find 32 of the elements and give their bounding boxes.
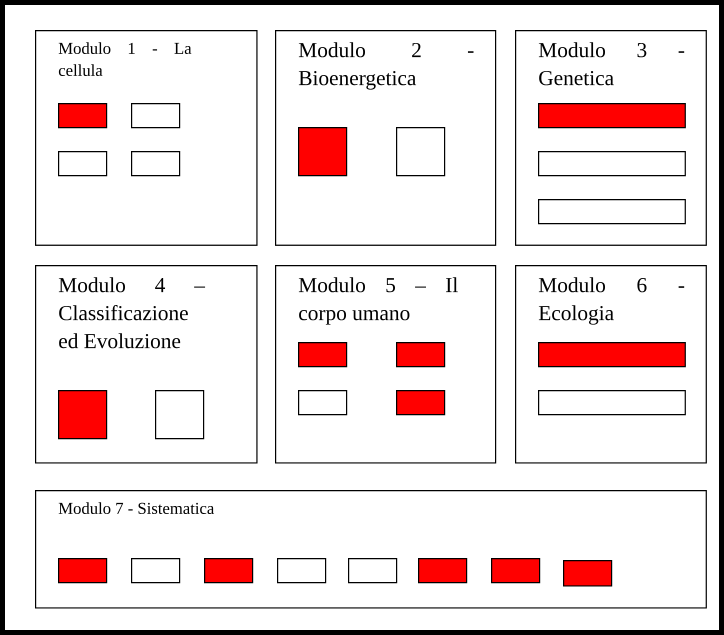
small-box (58, 390, 108, 440)
small-box (396, 127, 446, 176)
small-box (277, 558, 326, 584)
small-box (58, 103, 108, 128)
small-box (538, 390, 686, 416)
module-box: Modulo 2 - Bioenergetica (275, 30, 496, 246)
module-box: Modulo 5 – Il corpo umano (275, 265, 496, 464)
small-box (538, 103, 686, 128)
small-box (538, 199, 686, 224)
small-box (348, 558, 398, 584)
module-box: Modulo 1 - La cellula (35, 30, 258, 246)
module-box: Modulo 7 - Sistematica (35, 490, 707, 609)
small-box (131, 558, 180, 584)
small-box (396, 390, 446, 416)
module-box: Modulo 3 - Genetica (515, 30, 707, 246)
small-box (563, 560, 612, 587)
small-box (298, 127, 348, 176)
small-box (131, 151, 180, 176)
small-box (396, 342, 446, 368)
small-box (58, 151, 108, 176)
small-box (538, 151, 686, 176)
module-box: Modulo 4 – Classificazione ed Evoluzione (35, 265, 258, 464)
small-box (58, 558, 108, 584)
small-box (298, 390, 348, 416)
small-box (155, 390, 204, 440)
small-box (298, 342, 348, 368)
small-box (491, 558, 540, 584)
small-box (131, 103, 180, 128)
small-box (538, 342, 686, 368)
small-box (204, 558, 254, 584)
module-box: Modulo 6 - Ecologia (515, 265, 707, 464)
small-box (418, 558, 468, 584)
